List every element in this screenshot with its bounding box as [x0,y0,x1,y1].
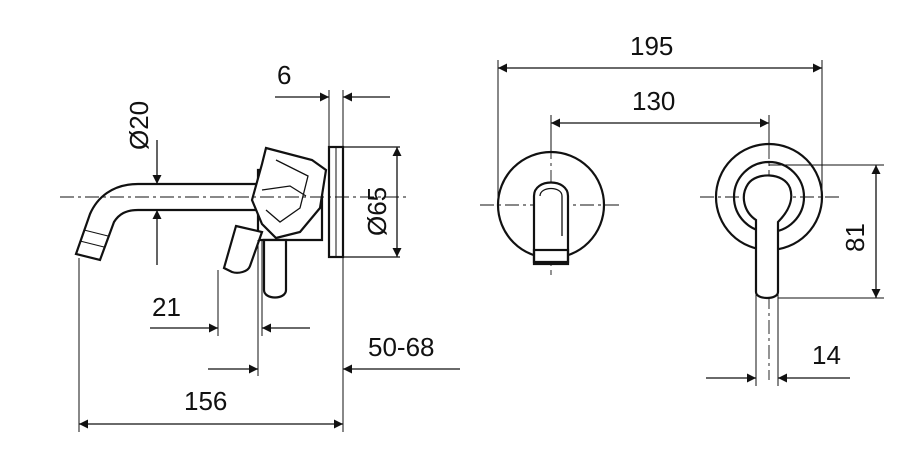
dim-diameter-flange: Ø65 [362,187,392,236]
spout-aerator [532,248,570,266]
lever-handle [222,224,264,274]
spout [74,182,258,262]
dim-flange-thickness: 6 [277,60,291,90]
dim-rosette-height: 81 [840,223,870,252]
dim-spout-projection: 156 [184,386,227,416]
mixer-lever-front [742,174,793,300]
dim-center-distance: 130 [632,86,675,116]
dim-lever-offset: 21 [152,292,181,322]
spout-front [532,181,570,264]
dim-diameter-spout: Ø20 [124,101,154,150]
cartridge [262,238,288,299]
front-view: 195 130 81 14 [480,31,884,386]
dim-lever-width: 14 [812,340,841,370]
dim-wall-depth: 50-68 [368,332,435,362]
side-view: Ø20 6 Ø65 21 50-68 156 [60,60,460,432]
dim-overall-width: 195 [630,31,673,61]
